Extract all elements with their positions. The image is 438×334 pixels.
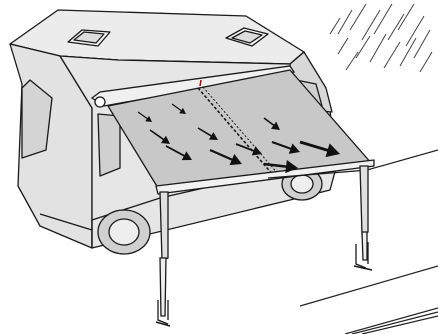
rain-line [406,16,424,46]
curb-line-1 [345,308,438,334]
rain-line [330,18,340,34]
leg-left-upper [160,192,168,260]
wheel-front-hub [291,175,313,193]
camper-window-side-1 [98,114,120,176]
cassette-marker [200,80,201,86]
rain-line [370,34,386,62]
road-line-lower [300,266,438,306]
rain-line [414,30,430,58]
wheel-rear-hub [109,219,139,245]
rain-line [388,14,404,40]
rain-line [350,4,366,30]
rain-line [338,38,348,54]
leg-right-lower [362,232,367,260]
curb-line-2 [352,312,438,334]
rain-line [384,42,400,68]
leg-right-upper [360,166,368,234]
leg-left-lower [160,258,166,316]
rain-line [420,52,432,72]
cassette-end-cap [95,97,105,107]
rain-lines [330,4,432,72]
rain-line [338,10,352,34]
rain-line [362,10,380,40]
rain-line [346,52,358,70]
rain-line [398,4,414,30]
rain-line [374,4,392,34]
